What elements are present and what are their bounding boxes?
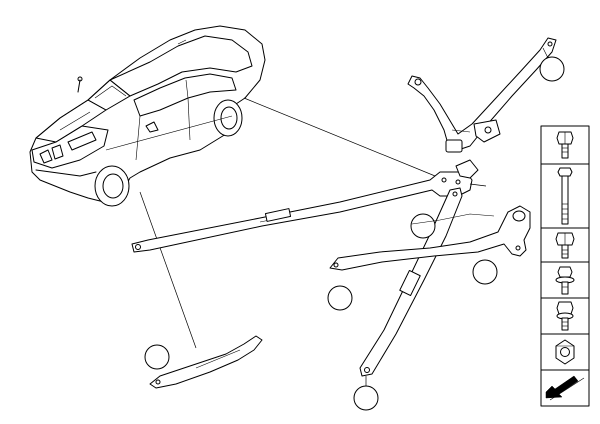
callout-strut-main: [353, 385, 379, 411]
hex-bolt-medium-icon: [555, 232, 575, 259]
leader-car-to-plate: [139, 191, 197, 349]
callout-brace-right: [472, 259, 498, 285]
hex-bolt-long-icon: [557, 167, 573, 225]
callout-bracket-top: [539, 56, 565, 82]
main-strut-bar: [131, 159, 479, 253]
collar-screw-icon: [556, 301, 574, 331]
callout-plate-lower: [144, 344, 170, 370]
flange-bolt-icon: [555, 266, 575, 295]
lower-plate-brace: [149, 335, 263, 389]
leader-car-to-strut: [243, 97, 441, 179]
hex-bolt-short-icon: [556, 131, 574, 159]
callout-brace-left: [327, 285, 353, 311]
upper-v-bracket: [407, 37, 557, 153]
diagonal-strut: [359, 187, 463, 377]
leader-strut-main: [469, 183, 487, 187]
arrow-direction-icon: [545, 375, 585, 401]
callout-strut-diagonal: [410, 213, 436, 239]
car-illustration: [29, 25, 266, 207]
hex-nut-icon: [555, 339, 575, 365]
lower-cross-brace: [329, 205, 531, 271]
hardware-legend: [540, 125, 590, 407]
